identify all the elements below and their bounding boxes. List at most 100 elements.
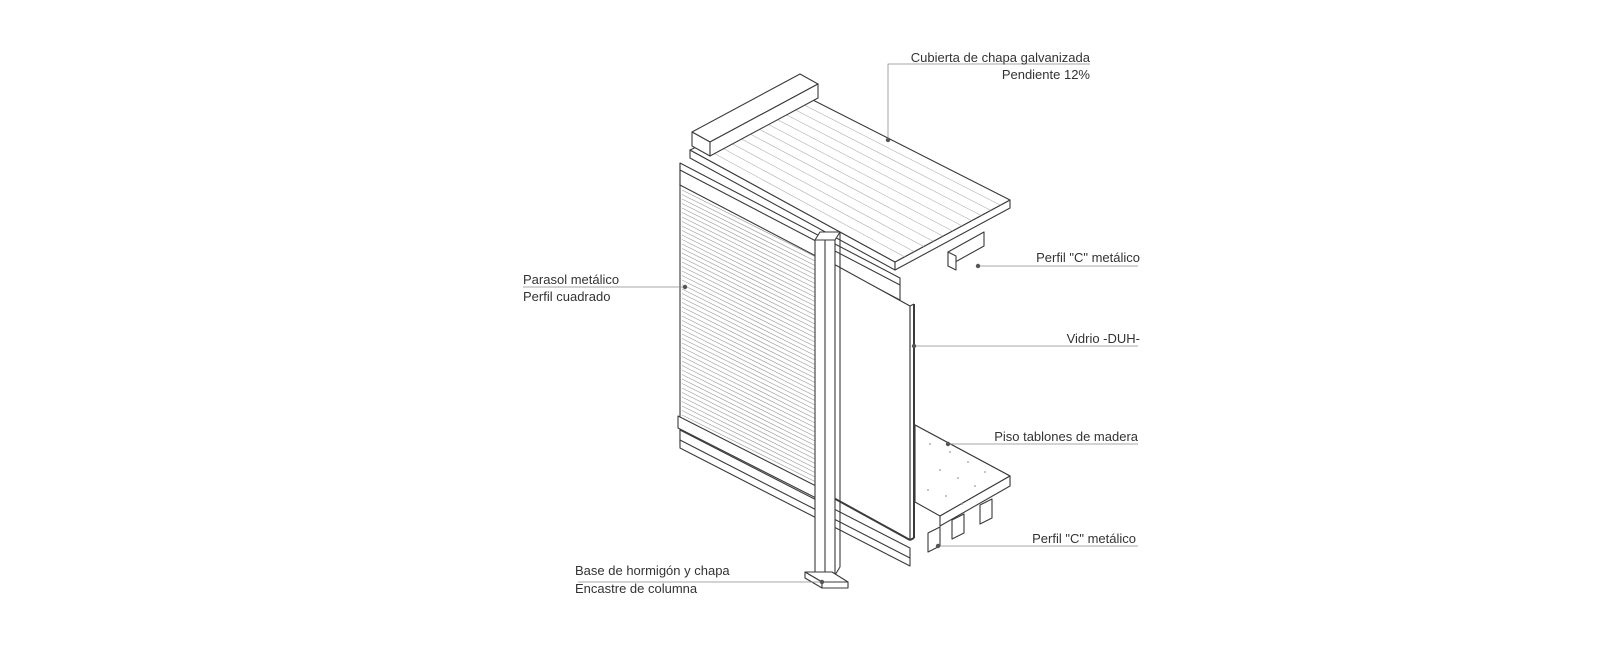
- column: [814, 231, 841, 576]
- label-top-profile: Perfil "C" metálico: [980, 249, 1140, 266]
- floor-nail-mark: [961, 503, 963, 505]
- sunshade-slat: [681, 383, 819, 452]
- sunshade-slat: [681, 270, 819, 340]
- sunshade-slat: [681, 216, 819, 286]
- sunshade-slat: [681, 293, 819, 362]
- sunshade-slat: [681, 230, 819, 299]
- leader-top-profile-dot: [975, 263, 981, 269]
- floor-nail-mark: [939, 469, 941, 471]
- label-glass-text: Vidrio -DUH-: [1066, 331, 1140, 346]
- sunshade-slat: [681, 333, 819, 403]
- floor-joists: [927, 498, 993, 553]
- roof-rib: [776, 109, 982, 216]
- sunshade-slat: [681, 302, 819, 371]
- sunshade-slat: [681, 311, 819, 380]
- sunshade-panel: [677, 182, 821, 516]
- sunshade-slat: [681, 194, 819, 263]
- leader-glass-dot: [911, 343, 917, 349]
- sunshade-slat: [681, 365, 819, 434]
- floor-nail-mark: [927, 489, 929, 491]
- sunshade-slat: [681, 288, 819, 358]
- sunshade-slat: [681, 243, 819, 313]
- roof-rib: [785, 104, 991, 211]
- sunshade-slat: [681, 342, 819, 412]
- sunshade-slat: [681, 297, 819, 367]
- leader-sunshade-dot: [682, 284, 688, 290]
- leader-base-dot: [819, 579, 825, 585]
- sunshade-slat: [681, 329, 819, 398]
- roof-rib: [699, 145, 905, 258]
- sunshade-slat: [681, 347, 819, 416]
- column-base: [804, 571, 849, 589]
- roof-rib: [747, 122, 953, 232]
- roof-rib: [766, 113, 972, 221]
- sunshade-slat: [681, 275, 819, 344]
- leader-bottom-profile-dot: [935, 543, 941, 549]
- sunshade-slat: [681, 374, 819, 443]
- label-floor: Piso tablones de madera: [940, 428, 1138, 445]
- label-top-profile-text: Perfil "C" metálico: [1036, 250, 1140, 265]
- label-sunshade-line1: Parasol metálico: [523, 272, 620, 287]
- floor-nail-mark: [984, 471, 986, 473]
- label-roof: Cubierta de chapa galvanizada Pendiente …: [860, 49, 1090, 83]
- label-base-line1: Base de hormigón y chapa: [575, 563, 730, 578]
- floor-nail-mark: [949, 451, 951, 453]
- sunshade-slat: [681, 203, 819, 272]
- upper-c-profile: [947, 231, 985, 271]
- sunshade-slat: [681, 351, 819, 421]
- label-sunshade-line2: Perfil cuadrado: [523, 289, 611, 304]
- label-base-line2: Encastre de columna: [575, 581, 698, 596]
- sunshade-slat: [681, 221, 819, 290]
- floor-deck: [914, 424, 1011, 527]
- roof-sheet: [689, 95, 1011, 271]
- label-bottom-profile: Perfil "C" metálico: [980, 530, 1136, 547]
- label-glass: Vidrio -DUH-: [980, 330, 1140, 347]
- floor-nail-mark: [974, 485, 976, 487]
- sunshade-slat: [681, 405, 819, 475]
- leader-lines: [523, 63, 1138, 585]
- roof-rib: [795, 100, 1001, 206]
- sunshade-slat: [681, 401, 819, 470]
- sunshade-slat: [681, 378, 819, 448]
- sunshade-slat: [681, 356, 819, 425]
- floor-nail-mark: [945, 495, 947, 497]
- sunshade-slat: [681, 225, 819, 295]
- label-sunshade: Parasol metálico Perfil cuadrado: [523, 271, 683, 305]
- sunshade-slat: [681, 207, 819, 277]
- sunshade-slat: [681, 396, 819, 466]
- roof-edge-block: [691, 73, 819, 157]
- floor-nail-marks: [927, 443, 986, 505]
- sunshade-slat: [681, 410, 819, 479]
- leader-floor-dot: [945, 441, 951, 447]
- roof-corrugation-lines: [699, 100, 1001, 258]
- sunshade-slat: [681, 392, 819, 461]
- roof-rib: [718, 136, 924, 247]
- sunshade-slat: [681, 257, 819, 326]
- sunshade-slat: [681, 239, 819, 308]
- floor-nail-mark: [957, 477, 959, 479]
- label-base: Base de hormigón y chapa Encastre de col…: [575, 562, 775, 597]
- sunshade-slat: [681, 414, 819, 484]
- sunshade-slat: [681, 266, 819, 335]
- sunshade-slat: [681, 306, 819, 376]
- sunshade-slat: [681, 234, 819, 304]
- label-floor-text: Piso tablones de madera: [994, 429, 1138, 444]
- sunshade-slat: [681, 252, 819, 322]
- roof-rib: [737, 127, 944, 237]
- floor-nail-mark: [929, 443, 931, 445]
- sunshade-slat: [681, 212, 819, 281]
- sunshade-slat: [681, 284, 819, 353]
- roof-rib: [728, 131, 934, 242]
- leader-roof: [887, 63, 1090, 140]
- label-roof-line2: Pendiente 12%: [1001, 67, 1090, 82]
- sunshade-slat: [681, 338, 819, 407]
- sunshade-slat: [681, 315, 819, 385]
- sunshade-slat: [681, 324, 819, 394]
- sunshade-slat: [681, 198, 819, 268]
- label-roof-line1: Cubierta de chapa galvanizada: [910, 50, 1090, 65]
- floor-nail-mark: [967, 461, 969, 463]
- sunshade-slat: [681, 369, 819, 439]
- glass-panel: [829, 261, 915, 541]
- leader-roof-dot: [885, 137, 891, 143]
